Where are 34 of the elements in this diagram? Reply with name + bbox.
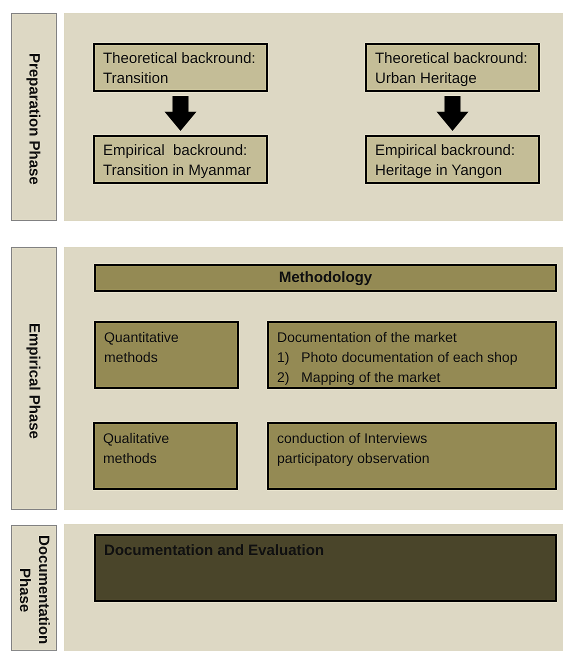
process-box <box>267 321 557 389</box>
header-box <box>94 264 557 292</box>
phase-label-box <box>11 13 57 221</box>
process-box <box>93 422 238 490</box>
phase-panel <box>64 247 563 510</box>
phase-label: Empirical Phase <box>24 322 44 440</box>
phase-label-box <box>11 247 57 510</box>
box-text: Documentation of the market <box>277 328 458 347</box>
box-text: Methodology <box>278 268 372 288</box>
box-text: conduction of Interviews <box>277 429 428 448</box>
phase-panel <box>64 524 563 651</box>
box-text: Quantitative methods <box>104 328 180 367</box>
process-box <box>94 534 557 602</box>
box-text: 1) Photo documentation of each shop <box>277 348 518 367</box>
process-box <box>94 321 239 389</box>
box-text: Empirical backround: Heritage in Yangon <box>375 141 516 181</box>
box-text: Documentation and Evaluation <box>104 541 326 561</box>
process-box <box>365 135 540 184</box>
box-text: Empirical backround: Transition in Myanmar <box>103 141 252 181</box>
phase-label: Documentation Phase <box>15 534 53 647</box>
phase-panel <box>64 13 563 221</box>
process-box <box>267 422 557 490</box>
block-arrow <box>436 96 468 131</box>
box-text: 2) Mapping of the market <box>277 368 442 387</box>
box-text: Theoretical backround: Urban Heritage <box>375 49 529 89</box>
box-text: Qualitative methods <box>103 429 170 468</box>
process-box <box>365 43 540 92</box>
phase-label: Preparation Phase <box>24 52 44 187</box>
process-box <box>93 135 268 184</box>
box-text: Theoretical backround: Transition <box>103 49 257 89</box>
block-arrow <box>164 96 196 131</box>
process-box <box>93 43 268 92</box>
phase-label-box <box>11 525 57 651</box>
box-text: participatory observation <box>277 449 431 468</box>
